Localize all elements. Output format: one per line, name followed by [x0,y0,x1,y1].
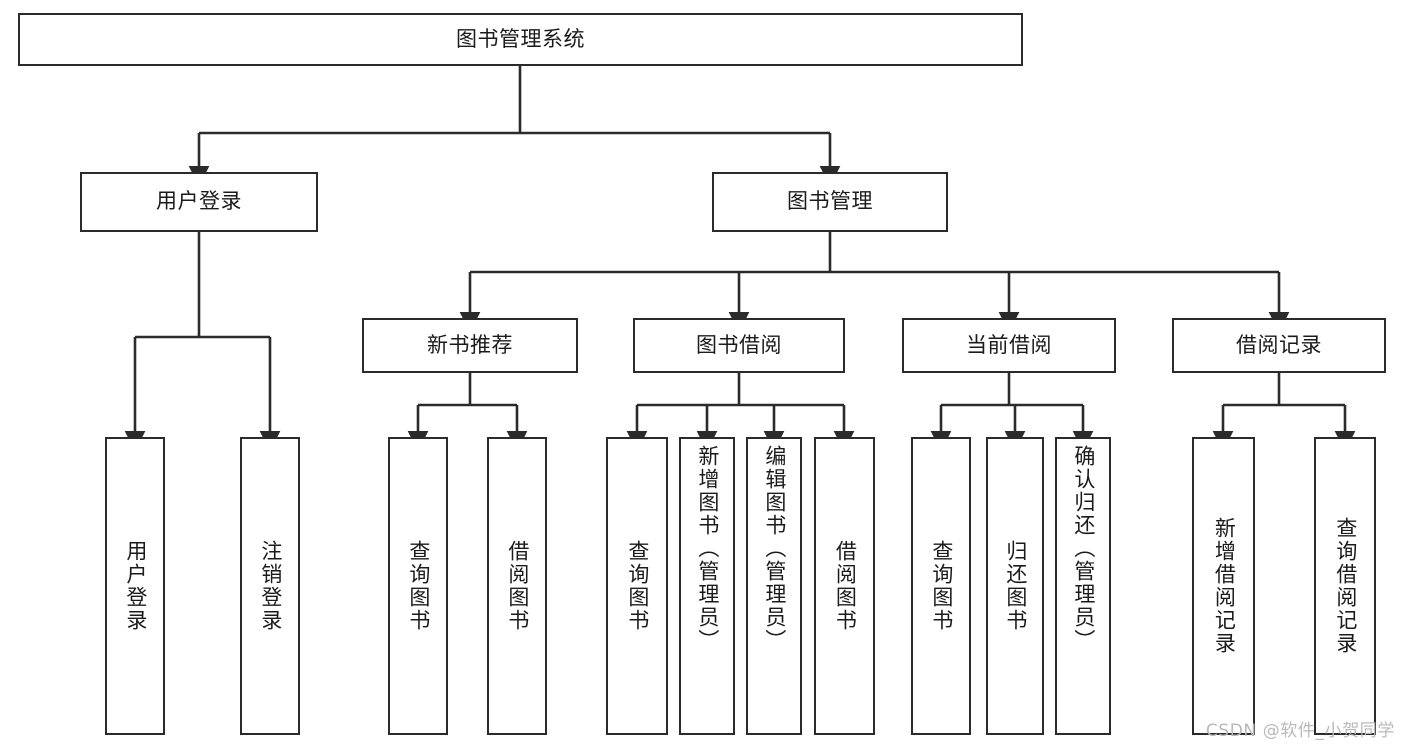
node-label: 用户登录 [156,189,242,214]
node-label: 借阅记录 [1236,332,1322,357]
node-leaf-logout[interactable]: 注销登录 [240,437,300,735]
node-leaf-query-book-2[interactable]: 查询图书 [606,437,668,735]
node-book-management[interactable]: 图书管理 [712,172,948,232]
node-label: 借阅图书 [833,540,858,632]
tree-connectors [124,66,1356,452]
node-label: 注销登录 [258,540,283,632]
node-current-borrow[interactable]: 当前借阅 [902,318,1116,373]
node-label: 编辑图书（管理员） [762,445,787,652]
node-leaf-query-record[interactable]: 查询借阅记录 [1314,437,1376,735]
node-label: 当前借阅 [966,332,1052,357]
node-leaf-borrow-book-1[interactable]: 借阅图书 [487,437,547,735]
node-label: 确认归还（管理员） [1071,445,1096,652]
node-user-login[interactable]: 用户登录 [80,172,318,232]
node-label: 查询借阅记录 [1333,517,1358,655]
node-label: 查询图书 [625,540,650,632]
node-label: 用户登录 [123,540,148,632]
node-leaf-confirm-return[interactable]: 确认归还（管理员） [1055,437,1111,735]
node-label: 查询图书 [929,540,954,632]
node-leaf-user-login[interactable]: 用户登录 [105,437,165,735]
node-label: 查询图书 [406,540,431,632]
node-new-book-recommend[interactable]: 新书推荐 [362,318,578,373]
node-leaf-add-record[interactable]: 新增借阅记录 [1192,437,1255,735]
node-leaf-edit-book[interactable]: 编辑图书（管理员） [746,437,802,735]
node-label: 新增借阅记录 [1212,517,1237,655]
node-root-system[interactable]: 图书管理系统 [18,13,1023,66]
node-book-borrow[interactable]: 图书借阅 [633,318,845,373]
node-leaf-add-book[interactable]: 新增图书（管理员） [679,437,735,735]
node-label: 新增图书（管理员） [695,445,720,652]
node-label: 图书借阅 [696,332,782,357]
node-label: 借阅图书 [505,540,530,632]
node-leaf-query-book-1[interactable]: 查询图书 [388,437,448,735]
node-label: 归还图书 [1003,540,1028,632]
node-label: 图书管理系统 [456,26,585,51]
node-leaf-return-book[interactable]: 归还图书 [986,437,1044,735]
node-leaf-query-book-3[interactable]: 查询图书 [911,437,971,735]
node-label: 图书管理 [787,189,873,214]
node-leaf-borrow-book-2[interactable]: 借阅图书 [814,437,875,735]
watermark-csdn: CSDN @软件_小贺同学 [1205,721,1395,741]
node-borrow-record[interactable]: 借阅记录 [1172,318,1386,373]
node-label: 新书推荐 [427,332,513,357]
